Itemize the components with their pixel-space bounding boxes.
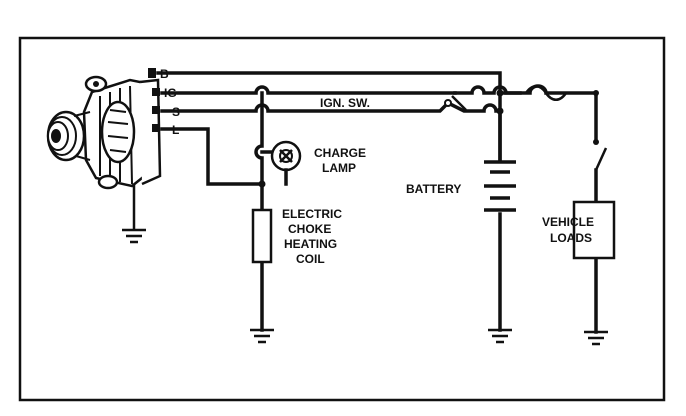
l-terminal-wire xyxy=(160,127,264,186)
fuse-icon xyxy=(524,85,568,101)
vehicle-loads-label-line1: VEHICLE xyxy=(542,215,594,229)
choke-label-line2: CHOKE xyxy=(288,222,331,236)
charge-lamp-label-line2: LAMP xyxy=(322,161,356,175)
diagram-frame xyxy=(18,36,666,402)
choke-label-line1: ELECTRIC xyxy=(282,207,342,221)
battery-label: BATTERY xyxy=(406,182,461,196)
alternator-icon xyxy=(46,68,162,190)
choke-label-line3: HEATING xyxy=(284,237,337,251)
s-terminal-wire-tail xyxy=(445,100,502,113)
charge-lamp-icon xyxy=(270,140,302,172)
choke-ground-icon xyxy=(250,328,274,344)
charge-lamp-label-line1: CHARGE xyxy=(314,146,366,160)
s-terminal-wire xyxy=(160,100,451,113)
junction-dots xyxy=(258,89,599,188)
battery-ground-icon xyxy=(488,328,512,344)
ignition-switch-icon xyxy=(444,95,467,111)
ign-sw-label: IGN. SW. xyxy=(320,96,370,110)
loads-ground-icon xyxy=(584,330,608,346)
ig-ign-switch-link xyxy=(453,85,522,95)
load-switch-icon xyxy=(593,139,608,171)
choke-label-line4: COIL xyxy=(296,252,325,266)
vehicle-loads-label-line2: LOADS xyxy=(550,231,592,245)
alternator-ground-icon xyxy=(122,184,146,244)
choke-heating-coil-icon xyxy=(251,208,273,264)
battery-icon xyxy=(484,160,516,212)
choke-feed-wire xyxy=(254,91,264,212)
ig-terminal-wire xyxy=(160,85,457,95)
vehicle-loads-box xyxy=(572,200,616,260)
